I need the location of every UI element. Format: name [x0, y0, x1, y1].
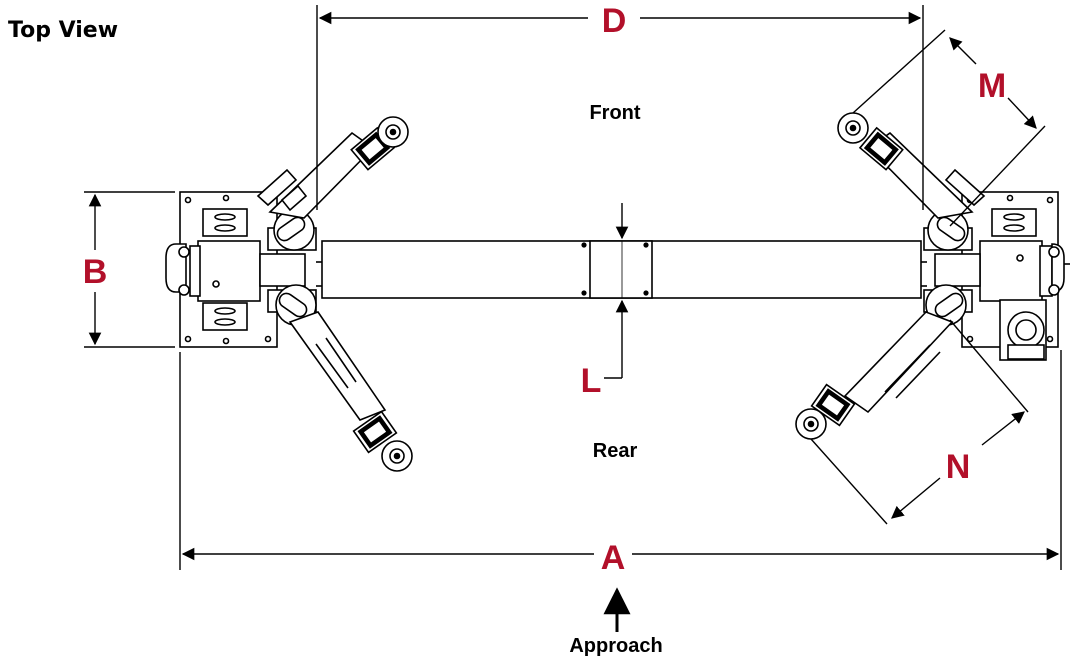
dimension-m-label: M	[978, 67, 1006, 105]
dimension-d-label: D	[602, 2, 627, 40]
front-label: Front	[589, 102, 640, 124]
dimension-b-label: B	[83, 253, 108, 291]
dimension-lines	[84, 5, 1062, 632]
diagram-title: Top View	[8, 18, 119, 43]
left-column-assembly	[165, 116, 413, 472]
dimension-n-label: N	[946, 448, 971, 486]
overhead-beam	[316, 240, 927, 299]
rear-label: Rear	[593, 440, 638, 462]
dimension-a-label: A	[601, 539, 626, 577]
right-column-assembly	[795, 112, 1070, 440]
approach-label: Approach	[569, 635, 662, 657]
dimension-l-label: L	[581, 362, 602, 400]
